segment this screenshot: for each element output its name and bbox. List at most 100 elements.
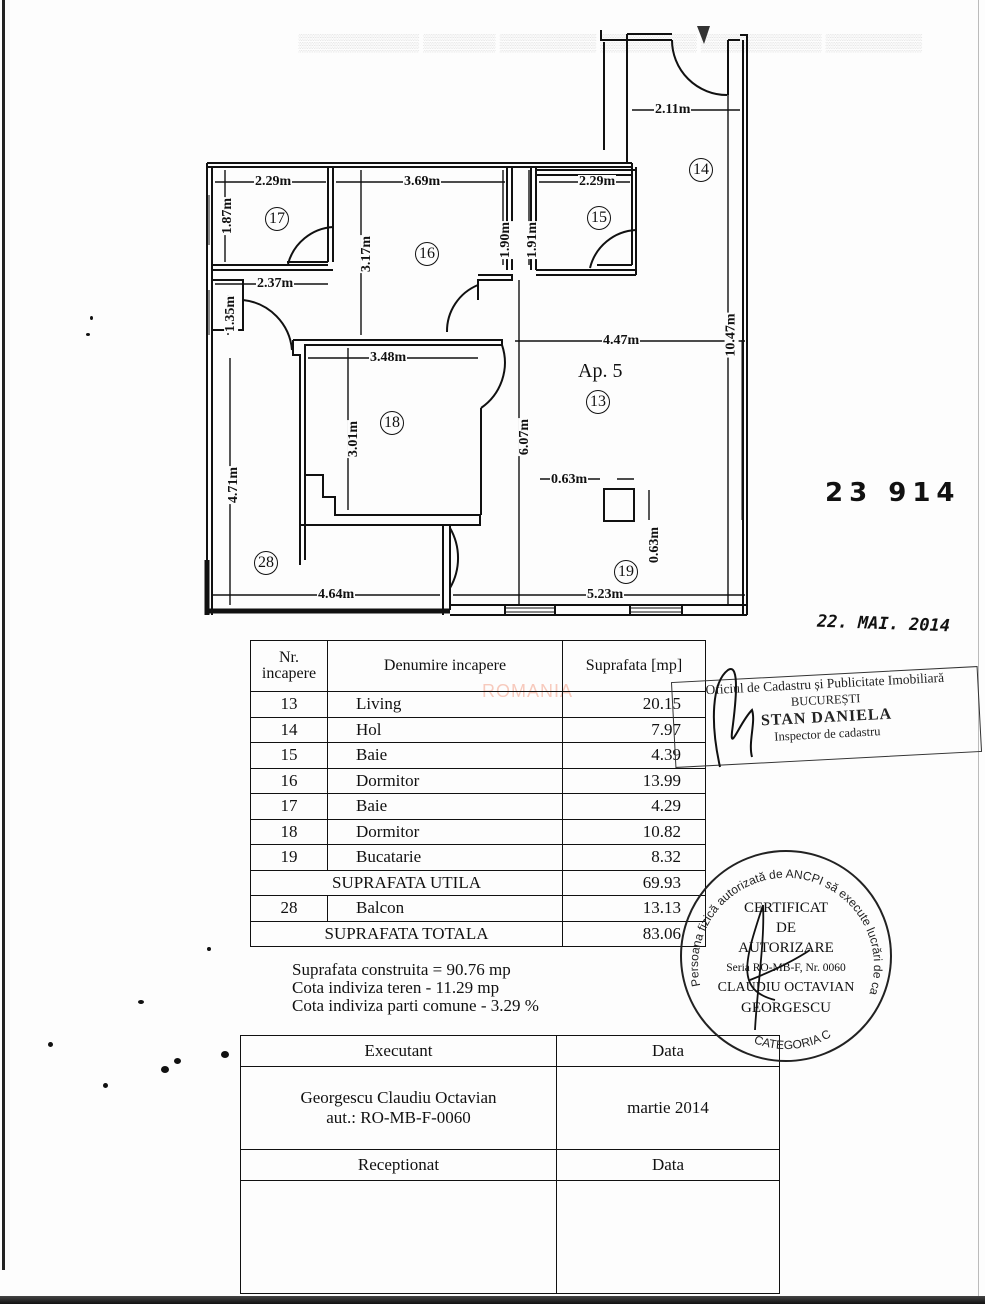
cell-area: 4.39 bbox=[562, 742, 706, 769]
cell-area: 10.82 bbox=[562, 818, 706, 845]
dim-pillar-height: 0.63m bbox=[647, 525, 663, 565]
cell-area: 7.97 bbox=[562, 716, 706, 743]
scan-speck bbox=[138, 1000, 144, 1004]
dim-room15-width: 2.29m bbox=[578, 174, 617, 189]
page-edge-bottom bbox=[0, 1296, 985, 1304]
scan-speck bbox=[86, 333, 90, 336]
scan-speck bbox=[207, 947, 211, 951]
cell-area: 20.15 bbox=[562, 691, 706, 718]
dim-pillar-width: 0.63m bbox=[550, 472, 589, 487]
received-name-cell bbox=[240, 1180, 557, 1294]
dim-room17-width: 2.29m bbox=[254, 174, 293, 189]
cell-nr: 13 bbox=[250, 691, 328, 718]
certificate-holder-first: CLAUDIU OCTAVIAN bbox=[717, 980, 855, 995]
scan-speck bbox=[221, 1051, 229, 1058]
room-number-15: 15 bbox=[587, 206, 611, 230]
received-header: Receptionat bbox=[240, 1149, 557, 1181]
received-date-header: Data bbox=[556, 1149, 780, 1181]
room-number-19: 19 bbox=[614, 560, 638, 584]
certificate-line1: CERTIFICAT bbox=[743, 900, 829, 916]
cell-name: Bucatarie bbox=[327, 844, 563, 871]
room-number-16: 16 bbox=[415, 242, 439, 266]
scan-speck bbox=[103, 1083, 108, 1088]
executant-authorization: aut.: RO-MB-F-0060 bbox=[326, 1108, 471, 1127]
dim-room18-height: 3.01m bbox=[346, 419, 362, 459]
common-share: Cota indiviza parti comune - 3.29 % bbox=[292, 996, 539, 1015]
dim-living-width: 4.47m bbox=[602, 333, 641, 348]
cell-name: Balcon bbox=[327, 895, 563, 922]
dim-room17-height: 1.87m bbox=[220, 196, 236, 236]
table-row: 13 Living 20.15 bbox=[250, 691, 706, 718]
dim-kitchen-width: 5.23m bbox=[586, 587, 625, 602]
cell-nr: 17 bbox=[250, 793, 328, 820]
executant-cell: Georgescu Claudiu Octavian aut.: RO-MB-F… bbox=[240, 1066, 557, 1150]
certificate-line2: DE bbox=[776, 920, 796, 936]
table-row: 14 Hol 7.97 bbox=[250, 716, 706, 743]
registration-number: 23 914 bbox=[825, 478, 961, 508]
signature-executant bbox=[746, 904, 811, 1031]
room-number-18: 18 bbox=[380, 411, 404, 435]
table-row: 19 Bucatarie 8.32 bbox=[250, 844, 706, 871]
room-number-14: 14 bbox=[689, 158, 713, 182]
dim-room16-width: 3.69m bbox=[403, 174, 442, 189]
scan-speck bbox=[48, 1042, 53, 1047]
table-row: 18 Dormitor 10.82 bbox=[250, 818, 706, 845]
cell-name: Dormitor bbox=[327, 818, 563, 845]
certificate-series: Seria RO-MB-F, Nr. 0060 bbox=[726, 962, 846, 974]
dim-balcony-height: 4.71m bbox=[226, 465, 242, 505]
dim-room18-width: 3.48m bbox=[369, 350, 408, 365]
room-number-17: 17 bbox=[265, 207, 289, 231]
dim-living-height: 6.07m bbox=[517, 417, 533, 457]
cell-name: Baie bbox=[327, 742, 563, 769]
cell-nr: 16 bbox=[250, 767, 328, 794]
scan-speck bbox=[174, 1058, 181, 1064]
signatures-table: Executant Data Georgescu Claudiu Octavia… bbox=[240, 1035, 780, 1294]
header-room-number: Nr. incapere bbox=[250, 640, 328, 692]
built-area: Suprafata construita = 90.76 mp bbox=[292, 960, 511, 979]
dim-hol-width: 2.11m bbox=[654, 102, 692, 117]
rooms-table-header: Nr. incapere Denumire incapere Suprafata… bbox=[250, 640, 706, 692]
dim-hol-length: 10.47m bbox=[723, 312, 739, 358]
dim-room15-height: 1.91m bbox=[525, 220, 541, 260]
page-edge-left bbox=[2, 0, 5, 1270]
header-room-name: Denumire incapere bbox=[327, 640, 563, 692]
table-row: 15 Baie 4.39 bbox=[250, 742, 706, 769]
cell-nr: 18 bbox=[250, 818, 328, 845]
cell-name: Dormitor bbox=[327, 767, 563, 794]
area-summary: Suprafata construita = 90.76 mp Cota ind… bbox=[292, 961, 539, 1015]
scan-speck bbox=[161, 1066, 169, 1073]
dim-balcony-width: 4.64m bbox=[317, 587, 356, 602]
dim-hall-height: 1.35m bbox=[223, 294, 239, 334]
entry-arrow-icon bbox=[697, 26, 710, 44]
executant-header: Executant bbox=[240, 1035, 557, 1067]
useful-area-row: SUPRAFATA UTILA 69.93 bbox=[250, 869, 706, 896]
cell-nr: 14 bbox=[250, 716, 328, 743]
cell-nr: 15 bbox=[250, 742, 328, 769]
cell-nr: 28 bbox=[250, 895, 328, 922]
scan-speck bbox=[90, 316, 93, 320]
cell-area: 13.13 bbox=[562, 895, 706, 922]
floor-plan: 2.11m 2.29m 3.69m 2.29m 1.87m 3.17m 1.90… bbox=[0, 0, 985, 640]
cell-name: Hol bbox=[327, 716, 563, 743]
room-number-13: 13 bbox=[586, 390, 610, 414]
rooms-table: Nr. incapere Denumire incapere Suprafata… bbox=[250, 640, 706, 947]
executant-date: martie 2014 bbox=[556, 1066, 780, 1150]
land-share: Cota indiviza teren - 11.29 mp bbox=[292, 978, 500, 997]
dim-room16-height: 3.17m bbox=[359, 234, 375, 274]
cell-area: 4.29 bbox=[562, 793, 706, 820]
total-area-row: SUPRAFATA TOTALA 83.06 bbox=[250, 920, 706, 947]
table-row: 16 Dormitor 13.99 bbox=[250, 767, 706, 794]
cell-area: 13.99 bbox=[562, 767, 706, 794]
useful-area-value: 69.93 bbox=[562, 869, 706, 896]
balcony-row: 28 Balcon 13.13 bbox=[250, 895, 706, 922]
certificate-stamp-ring: Persoana fizică autorizată de ANCPI să e… bbox=[682, 852, 885, 1052]
dim-hall-width: 2.37m bbox=[256, 276, 295, 291]
received-date-cell bbox=[556, 1180, 780, 1294]
room-number-28: 28 bbox=[254, 551, 278, 575]
cell-name: Baie bbox=[327, 793, 563, 820]
total-area-label: SUPRAFATA TOTALA bbox=[250, 920, 563, 947]
useful-area-label: SUPRAFATA UTILA bbox=[250, 869, 563, 896]
cell-nr: 19 bbox=[250, 844, 328, 871]
executant-name: Georgescu Claudiu Octavian bbox=[300, 1088, 497, 1107]
signature-inspector bbox=[712, 667, 755, 768]
